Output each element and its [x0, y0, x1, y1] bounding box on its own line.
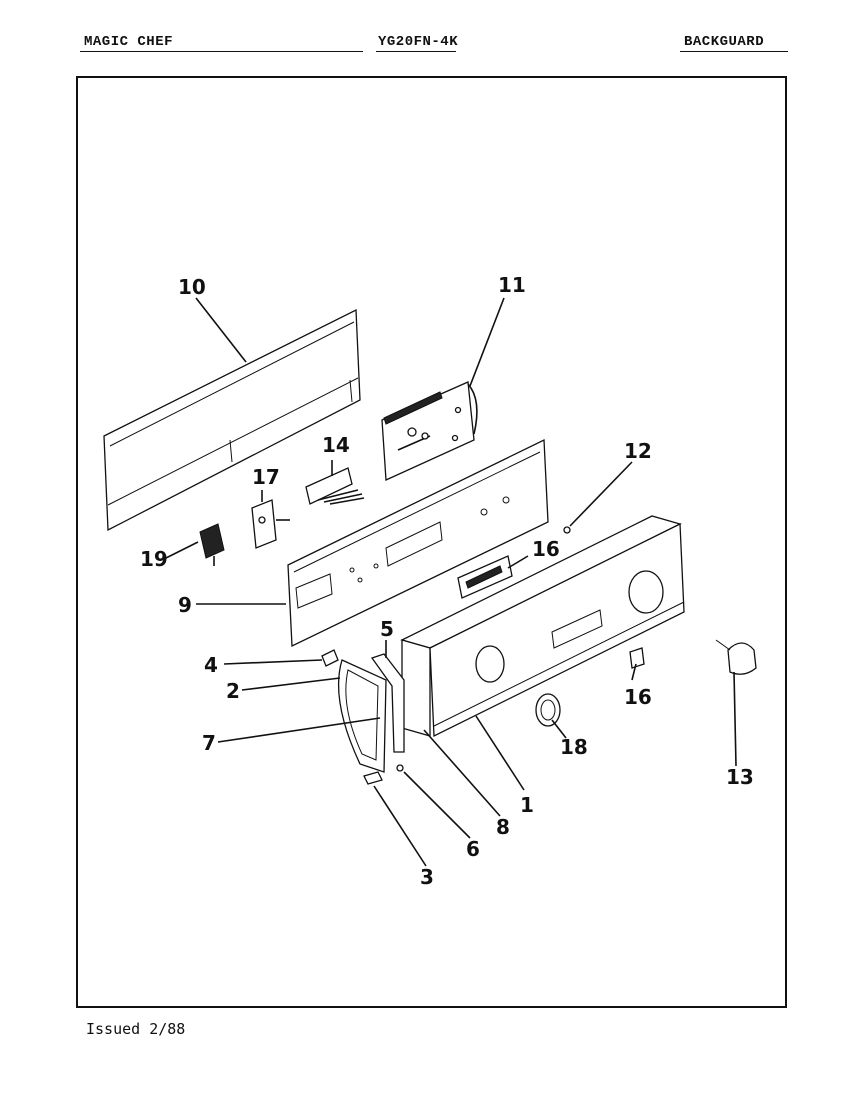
callout-2: 2: [226, 679, 240, 703]
callout-12: 12: [624, 439, 652, 463]
leader-lines: [165, 297, 737, 867]
part-2-side-trim: [337, 659, 387, 773]
callout-16-upper: 16: [532, 537, 560, 561]
part-6-screw: [396, 764, 404, 772]
callout-9: 9: [178, 593, 192, 617]
callout-labels: 10 11 14 17 19 12 16 9 5 4 2 7 16 18 13 …: [140, 273, 754, 889]
issued-date: Issued 2/88: [86, 1020, 186, 1038]
part-12-screw: [563, 526, 571, 534]
header-rule-right: [680, 51, 788, 52]
callout-3: 3: [420, 865, 434, 889]
part-5-trim-strip: [370, 653, 405, 753]
part-16-clock-module: [457, 555, 513, 599]
part-19-connector: [199, 523, 225, 566]
part-14-terminal-block: [305, 467, 365, 505]
part-16-small-knob: [629, 647, 645, 669]
part-17-switch: [251, 499, 290, 549]
part-18-knob: [535, 693, 561, 727]
diagram-frame: [76, 76, 787, 1008]
part-9-control-bracket: [287, 438, 549, 648]
callout-8: 8: [496, 815, 510, 839]
callout-5: 5: [380, 617, 394, 641]
part-13-end-cap: [715, 639, 757, 675]
part-4-clip: [321, 649, 339, 667]
section-title: BACKGUARD: [684, 34, 765, 50]
callout-10: 10: [178, 275, 206, 299]
callout-17: 17: [252, 465, 280, 489]
callout-6: 6: [466, 837, 480, 861]
model-number: YG20FN-4K: [378, 34, 459, 50]
callout-19: 19: [140, 547, 168, 571]
header-rule-mid: [376, 51, 456, 52]
header-rule-left: [80, 51, 363, 52]
callout-14: 14: [322, 433, 350, 457]
callout-16-lower: 16: [624, 685, 652, 709]
callout-4: 4: [204, 653, 218, 677]
part-10-rear-panel: [103, 308, 361, 532]
callout-11: 11: [498, 273, 526, 297]
callout-7: 7: [202, 731, 216, 755]
part-11-control-module: [381, 381, 478, 481]
callout-1: 1: [520, 793, 534, 817]
brand-title: MAGIC CHEF: [84, 34, 174, 50]
callout-13: 13: [726, 765, 754, 789]
part-1-front-panel: [400, 515, 685, 738]
callout-18: 18: [560, 735, 588, 759]
part-3-bracket: [363, 771, 383, 785]
